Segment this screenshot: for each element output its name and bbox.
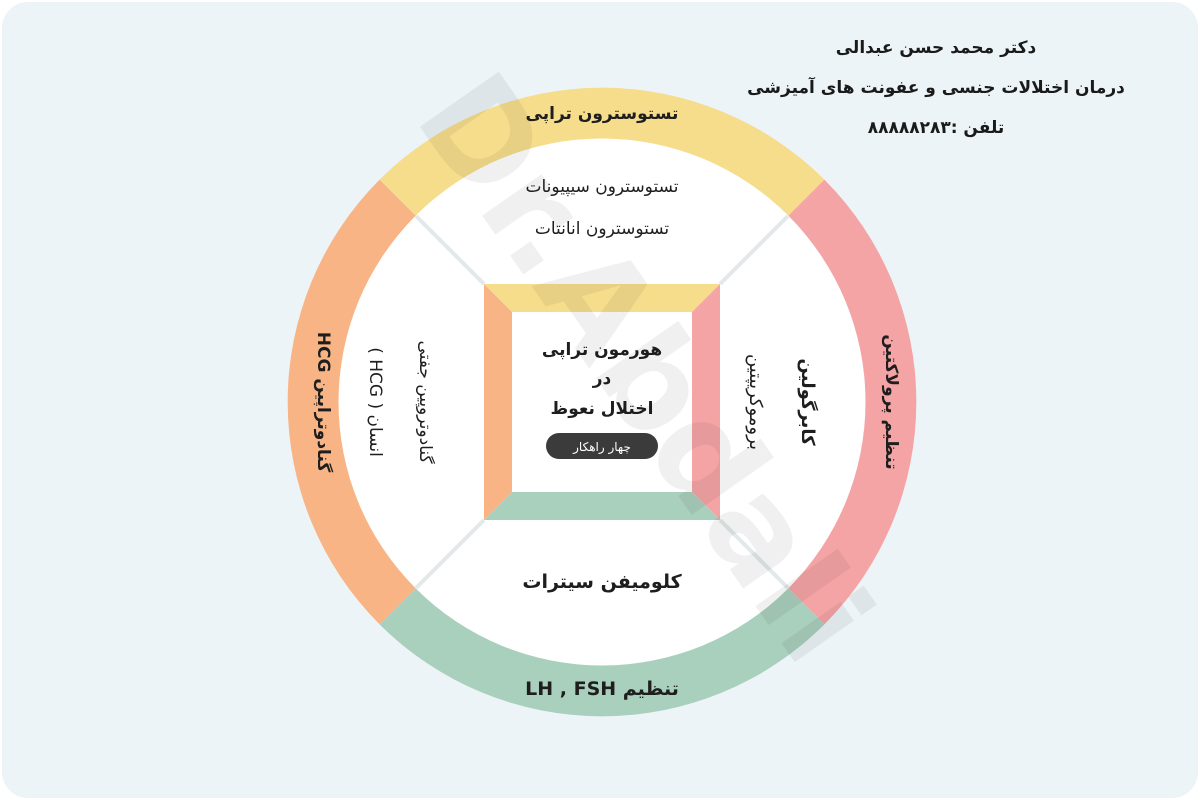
inner-top-line1: تستوسترون سیپیونات xyxy=(526,177,679,197)
ring-segment-left xyxy=(287,179,416,625)
center-badge-label: چهار راهکار xyxy=(572,440,631,455)
doctor-name: دکتر محمد حسن عبدالی xyxy=(835,38,1037,58)
frame-top xyxy=(484,284,720,312)
ring-left-label: گنادوتراپین HCG xyxy=(313,332,334,473)
inner-right-line2: بروموکریپتین xyxy=(745,354,766,450)
inner-bottom-label: کلومیفن سیترات xyxy=(522,571,682,593)
ring-right-label: تنظیم پرولاکتین xyxy=(881,334,901,469)
frame-bottom xyxy=(484,492,720,520)
frame-left xyxy=(484,284,512,520)
ring-segment-right xyxy=(788,179,917,625)
center-square xyxy=(512,312,692,492)
ring-top-label: تستوسترون تراپی xyxy=(526,104,679,124)
ring-bottom-label: تنظیم LH , FSH xyxy=(525,678,679,700)
center-title-line2: در xyxy=(592,369,612,389)
ring-segment-top xyxy=(379,87,825,216)
quadrant-dividers xyxy=(414,214,790,590)
inner-top-line2: تستوسترون انانتات xyxy=(535,219,670,239)
center-badge xyxy=(546,433,658,459)
doctor-specialty: درمان اختلالات جنسی و عفونت های آمیزشی xyxy=(747,78,1125,98)
inner-right-line1: کابرگولین xyxy=(797,358,819,446)
inner-left-line2: انسان ( HCG ) xyxy=(365,347,385,457)
frame-right xyxy=(692,284,720,520)
doctor-phone: تلفن :۸۸۸۸۸۲۸۳ xyxy=(867,118,1005,138)
inner-left-line1: گنادوتروپین جفتی xyxy=(415,340,436,464)
center-title-line3: اختلال نعوظ xyxy=(551,399,654,419)
center-title-line1: هورمون تراپی xyxy=(542,340,662,360)
doctor-info: دکتر محمد حسن عبدالی درمان اختلالات جنسی… xyxy=(726,28,1146,148)
ring-segment-bottom xyxy=(379,588,825,717)
